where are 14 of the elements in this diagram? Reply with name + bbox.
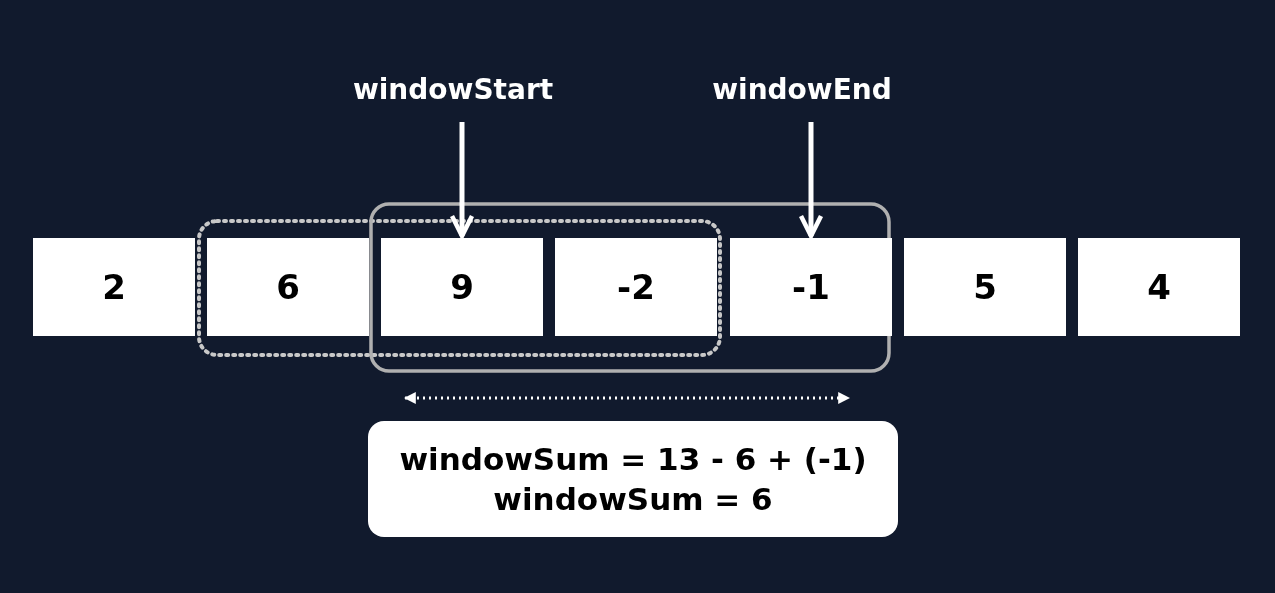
pointer-label: windowStart [340, 70, 566, 108]
formula-card [368, 421, 898, 537]
array-cell: 6 [207, 238, 369, 336]
pointer-arrow [449, 122, 475, 239]
pointer-label: windowEnd [700, 70, 904, 108]
array-cell: 4 [1078, 238, 1240, 336]
formula-text: windowSum = 13 - 6 + (-1) [399, 439, 867, 479]
array-cell: 9 [381, 238, 543, 336]
formula-text: windowSum = 6 [493, 480, 773, 519]
array-cell: -2 [555, 238, 717, 336]
array-cell: 2 [33, 238, 195, 336]
array-cell: -1 [730, 238, 892, 336]
array-cell: 5 [904, 238, 1066, 336]
pointer-arrow [798, 122, 824, 239]
